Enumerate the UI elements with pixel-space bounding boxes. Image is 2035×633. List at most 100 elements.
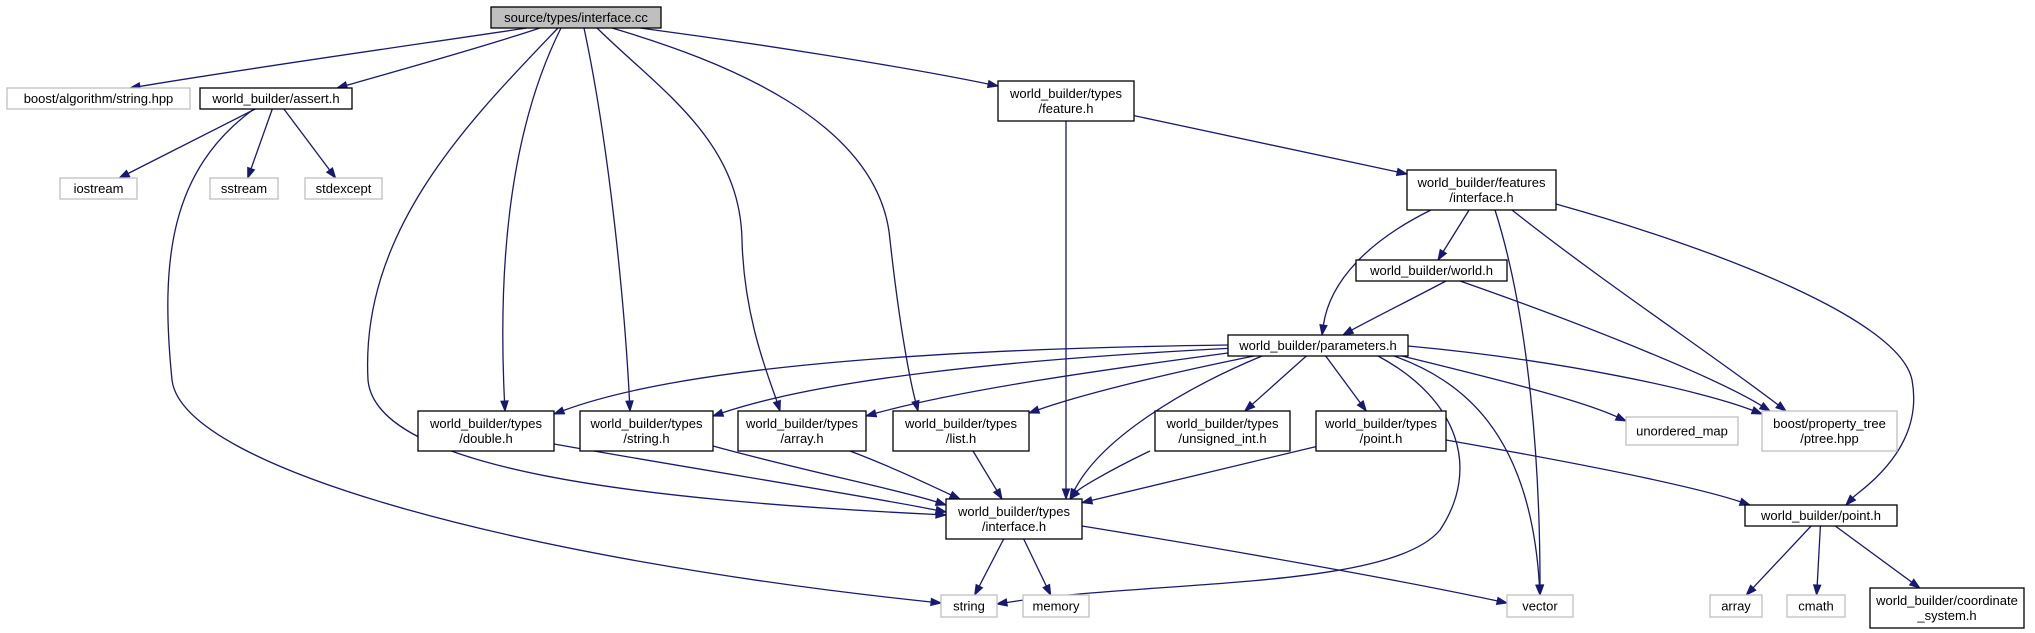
edge-line <box>127 108 256 175</box>
node-label: boost/property_tree <box>1773 416 1886 431</box>
node-label: world_builder/assert.h <box>211 91 339 106</box>
edge-arrowhead <box>1812 584 1822 597</box>
edge-arrowhead <box>948 490 962 500</box>
edge-point_h-to-cmath <box>1812 525 1822 597</box>
node-label: cmath <box>1798 599 1833 614</box>
edge-assert_h-to-stdexcept <box>283 108 337 180</box>
edge-line <box>583 27 631 402</box>
edge-arrowhead <box>1027 405 1041 414</box>
edge-arrowhead <box>1750 406 1764 415</box>
edge-line <box>1401 355 1618 418</box>
node-types-interface[interactable]: world_builder/types/interface.h <box>945 498 1083 540</box>
node-label: /feature.h <box>1039 101 1094 116</box>
node-box <box>1786 594 1846 618</box>
node-point-h[interactable]: world_builder/point.h <box>1744 504 1898 527</box>
edge-line <box>611 27 917 402</box>
edge-arrowhead <box>1614 412 1628 422</box>
edge-parameters_h-to-vector <box>1393 355 1544 597</box>
edge-line <box>978 538 1005 587</box>
edge-arrowhead <box>1437 248 1448 262</box>
edge-arrowhead <box>1844 494 1857 507</box>
node-box <box>1022 594 1090 618</box>
node-types-list[interactable]: world_builder/types/list.h <box>892 410 1030 452</box>
node-types-array[interactable]: world_builder/types/array.h <box>737 410 867 452</box>
edge-line <box>1038 355 1255 411</box>
edge-arrowhead <box>1341 326 1355 336</box>
edge-parameters_h-to-types_string <box>711 347 1236 417</box>
node-box <box>1761 410 1898 452</box>
edge-line <box>553 443 937 511</box>
node-types-point[interactable]: world_builder/types/point.h <box>1315 410 1447 452</box>
edge-arrowhead <box>325 166 337 180</box>
node-label: memory <box>1033 599 1080 614</box>
node-box <box>1355 259 1508 282</box>
node-unordered-map: unordered_map <box>1625 416 1739 446</box>
node-coord-system[interactable]: world_builder/coordinate_system.h <box>1869 587 2025 629</box>
node-label: sstream <box>221 181 267 196</box>
edge-line <box>1834 525 1913 583</box>
edge-parameters_h-to-types_point <box>1325 355 1368 413</box>
node-box <box>1625 416 1739 446</box>
edge-line <box>250 108 273 169</box>
node-box <box>6 87 191 110</box>
edge-line <box>849 450 952 496</box>
edge-line <box>639 27 989 85</box>
node-types-feature[interactable]: world_builder/types/feature.h <box>997 80 1135 122</box>
edge-arrowhead <box>1319 324 1328 337</box>
edge-types_double-to-types_interface <box>553 443 948 515</box>
edge-parameters_h-to-types_array <box>864 350 1244 418</box>
node-iostream: iostream <box>59 177 138 200</box>
edge-line <box>1494 209 1541 586</box>
node-label: world_builder/types <box>904 416 1018 431</box>
edge-parameters_h-to-unordered_map <box>1401 355 1628 422</box>
edge-line <box>1091 445 1317 502</box>
edge-arrowhead <box>1908 578 1922 589</box>
edge-world_h-to-ptree <box>1459 280 1772 412</box>
node-parameters-h[interactable]: world_builder/parameters.h <box>1227 334 1409 357</box>
edge-arrowhead <box>995 598 1009 607</box>
node-types-unsigned[interactable]: world_builder/types/unsigned_int.h <box>1154 410 1291 452</box>
edge-arrowhead <box>552 406 566 415</box>
node-label: /array.h <box>780 431 823 446</box>
node-types-double[interactable]: world_builder/types/double.h <box>417 410 555 452</box>
edge-parameters_h-to-types_double <box>552 344 1229 415</box>
edge-types_string-to-types_interface <box>712 445 948 506</box>
edge-arrowhead <box>1042 583 1052 597</box>
edge-line <box>1006 355 1461 604</box>
node-box <box>737 410 867 452</box>
edge-arrowhead <box>500 400 509 413</box>
node-label: world_builder/features <box>1417 175 1546 190</box>
node-label: world_builder/types <box>745 416 859 431</box>
node-label: array <box>1721 599 1751 614</box>
node-label: /list.h <box>946 431 976 446</box>
node-root[interactable]: source/types/interface.cc <box>490 6 662 29</box>
node-label: /interface.h <box>982 519 1046 534</box>
edge-arrowhead <box>772 399 781 413</box>
edge-line <box>1081 525 1498 602</box>
edge-assert_h-to-sstream <box>247 108 273 180</box>
node-world-h[interactable]: world_builder/world.h <box>1355 259 1508 282</box>
edge-line <box>1023 538 1047 587</box>
node-box <box>209 177 279 200</box>
edge-arrowhead <box>1356 399 1368 413</box>
edge-arrowhead <box>1775 401 1788 412</box>
edge-point_h-to-array <box>1745 525 1812 597</box>
edge-arrowhead <box>1535 584 1544 597</box>
node-box <box>59 177 138 200</box>
node-ptree: boost/property_tree/ptree.hpp <box>1761 410 1898 452</box>
node-assert-h[interactable]: world_builder/assert.h <box>199 87 353 110</box>
edge-line <box>283 108 331 171</box>
edge-line <box>972 450 998 491</box>
node-box <box>1406 169 1557 211</box>
node-box <box>1227 334 1409 357</box>
node-features-interface[interactable]: world_builder/features/interface.h <box>1406 169 1557 211</box>
node-label: world_builder/world.h <box>1369 263 1493 278</box>
node-label: world_builder/types <box>429 416 543 431</box>
node-label: world_builder/types <box>1165 416 1279 431</box>
node-types-string[interactable]: world_builder/types/string.h <box>579 410 714 452</box>
node-label: string <box>953 599 985 614</box>
edge-types_interface-to-string <box>974 538 1005 597</box>
edge-types_interface-to-memory <box>1023 538 1052 597</box>
node-box <box>892 410 1030 452</box>
